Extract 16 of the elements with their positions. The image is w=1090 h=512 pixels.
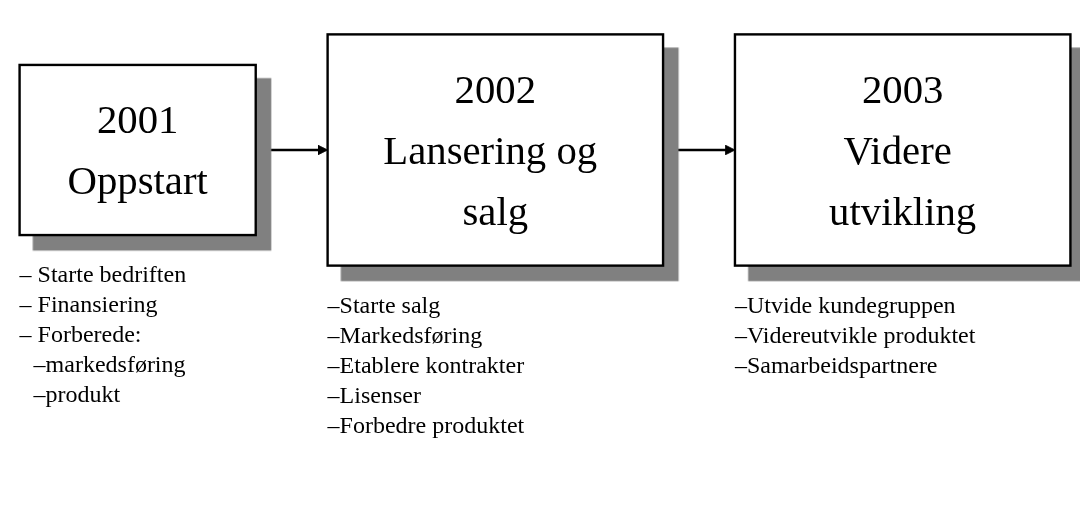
bullet-item: –Lisenser [327, 380, 422, 410]
node-box: 2002 Lansering og salg [326, 33, 665, 267]
bullet-item: – Finansiering [19, 290, 159, 320]
bullet-item: –Etablere kontrakter [327, 350, 525, 380]
bullet-item: –Utvide kundegruppen [734, 290, 957, 320]
bullet-item: –Starte salg [327, 290, 442, 320]
node-box: 2001 Oppstart [18, 63, 257, 237]
node-box: 2003 Videre utvikling [733, 33, 1072, 267]
bullet-item: –Forbedre produktet [327, 410, 525, 440]
bullet-item: –Markedsføring [327, 320, 484, 350]
bullet-item: – Forberede: [19, 320, 143, 350]
bullet-item: –Samarbeidspartnere [734, 350, 939, 380]
bullet-item: – Starte bedriften [19, 260, 187, 290]
bullet-item: –Videreutvikle produktet [734, 320, 976, 350]
bullet-item: –markedsføring [32, 350, 187, 380]
bullet-item: –produkt [32, 380, 122, 410]
